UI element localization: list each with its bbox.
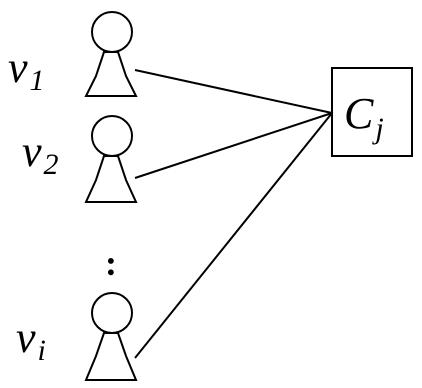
- user-body-icon: [84, 332, 138, 381]
- node-label-vi: vi: [16, 313, 46, 367]
- user-head-icon: [91, 11, 133, 53]
- node-label-base: v: [22, 127, 42, 176]
- node-label-v1: v1: [8, 43, 45, 97]
- node-label-subscript: i: [38, 334, 46, 367]
- edge-vi-to-cj: [134, 112, 333, 359]
- node-label-v2: v2: [22, 127, 59, 181]
- target-label-base: C: [344, 89, 374, 138]
- user-body-icon: [84, 155, 138, 203]
- user-node-v2: v2: [22, 115, 138, 203]
- node-label-subscript: 1: [30, 64, 45, 97]
- user-head-icon: [91, 292, 133, 334]
- ellipsis-vertical: :: [105, 243, 117, 283]
- edge-v1-to-cj: [134, 69, 333, 114]
- user-body-icon: [84, 51, 138, 97]
- target-box: [331, 67, 413, 157]
- node-label-base: v: [8, 43, 28, 92]
- user-head-icon: [91, 115, 133, 157]
- node-label-base: v: [16, 313, 36, 362]
- user-node-vi: vi: [16, 292, 138, 381]
- target-label-subscript: j: [371, 112, 383, 145]
- node-label-subscript: 2: [44, 148, 59, 181]
- target-node-cj: Cj: [331, 67, 413, 157]
- user-node-v1: v1: [8, 11, 138, 97]
- target-label: Cj: [344, 89, 384, 145]
- edge-v2-to-cj: [134, 112, 333, 179]
